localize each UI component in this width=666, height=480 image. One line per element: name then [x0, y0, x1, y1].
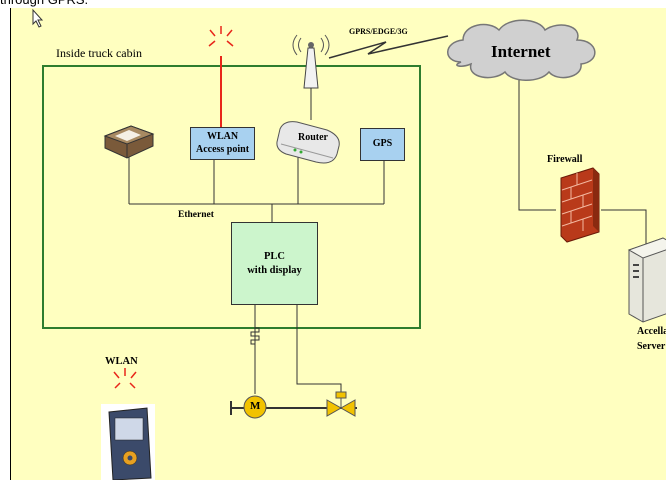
cloud-icon: [447, 19, 596, 81]
mouse-cursor-icon: [32, 8, 44, 28]
wlan-ap-label-1: WLAN: [206, 131, 239, 142]
plc-box: PLC with display: [231, 222, 318, 305]
server-label-2: Server: [637, 340, 666, 352]
server-label-1: Accella: [637, 326, 666, 337]
motor-icon: [243, 384, 267, 419]
printer-icon: [103, 125, 155, 159]
wlan-ap-label-2: Access point: [195, 143, 250, 155]
internet-label: Internet: [491, 42, 551, 61]
handheld-device-icon: [101, 404, 155, 480]
gps-box: GPS: [360, 128, 405, 161]
router-icon: [276, 121, 340, 164]
signal-squiggle: [250, 327, 260, 345]
antenna-icon: [292, 34, 330, 120]
cabin-label: Inside truck cabin: [56, 46, 142, 60]
wlan-label: WLAN: [105, 356, 138, 367]
wlan-access-point-box: WLAN Access point: [190, 127, 255, 160]
server-label: Accella Server: [637, 325, 666, 354]
motor-label: M: [250, 400, 261, 412]
plc-label-2: with display: [247, 264, 302, 276]
page-caption: through GPRS.: [0, 0, 88, 8]
wlan-radiating-icon: [113, 368, 137, 389]
gps-label: GPS: [372, 138, 393, 150]
diagram-canvas: [32, 8, 666, 480]
wlan-ap-radiating-icon: [208, 26, 234, 47]
gprs-label: GPRS/EDGE/3G: [349, 27, 408, 36]
router-label: Router: [298, 132, 328, 143]
gprs-link-zigzag: [328, 35, 449, 59]
truck-cabin-border: [42, 65, 421, 329]
diagram-slide: Inside truck cabin WLAN Access point Rou…: [10, 8, 666, 480]
ethernet-label: Ethernet: [178, 210, 214, 220]
server-icon: [627, 237, 666, 323]
valve-icon: [326, 391, 356, 417]
firewall-label: Firewall: [547, 154, 583, 165]
plc-label-1: PLC: [264, 251, 285, 263]
firewall-icon: [560, 167, 600, 243]
